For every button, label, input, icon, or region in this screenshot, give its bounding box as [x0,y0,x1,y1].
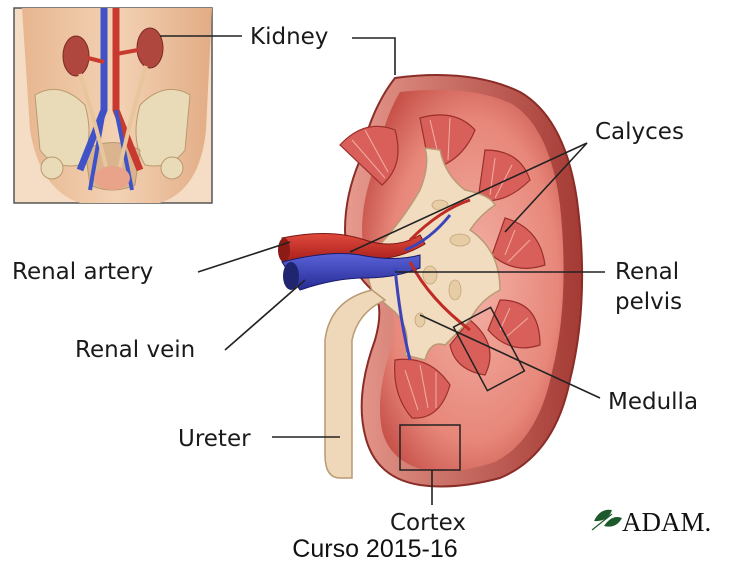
adam-logo: ADAM. [592,507,711,537]
body-inset [14,8,212,203]
leaf-icon [592,510,622,530]
label-cortex: Cortex [390,510,466,536]
label-renal-artery: Renal artery [12,259,153,285]
label-renal-pelvis-line1: Renal [615,259,679,285]
label-ureter: Ureter [178,426,251,452]
label-renal-pelvis-line2: pelvis [615,289,682,315]
label-calyces: Calyces [595,119,684,145]
label-medulla: Medulla [608,389,698,415]
caption: Curso 2015-16 [0,535,750,564]
adam-logo-text: ADAM. [622,507,711,537]
label-renal-vein: Renal vein [75,337,195,363]
label-kidney: Kidney [250,24,328,50]
